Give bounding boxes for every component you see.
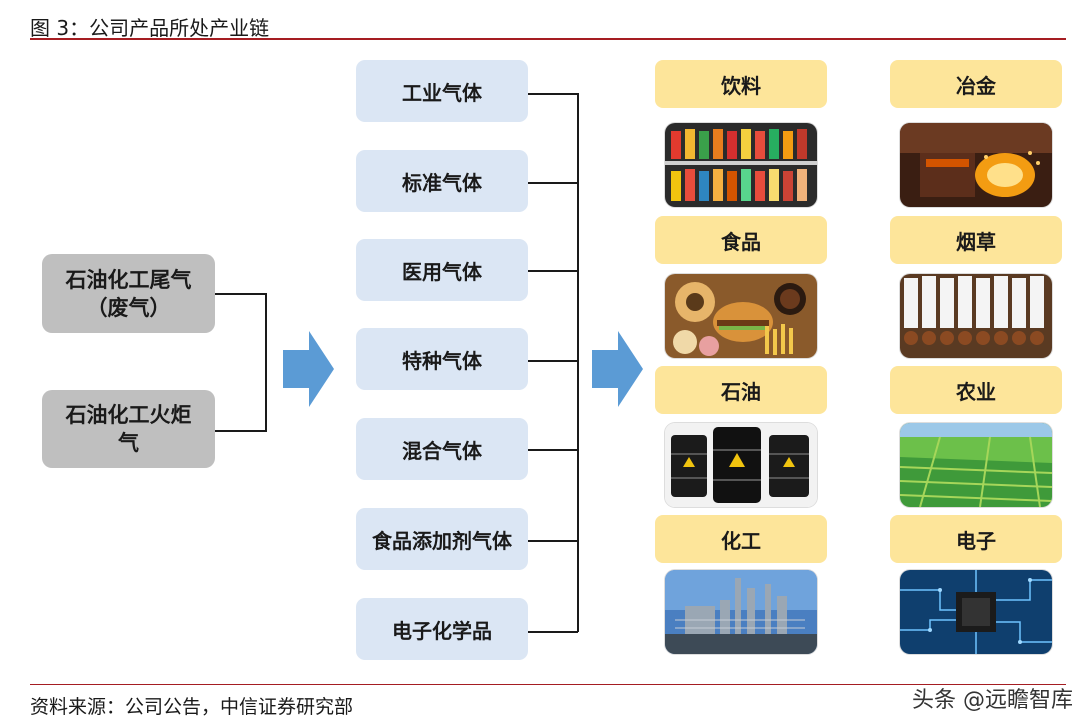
app-label-chemical: 化工 [655, 515, 827, 563]
gas-box-specialty: 特种气体 [356, 328, 528, 390]
gas-box-medical: 医用气体 [356, 239, 528, 301]
gas-box-mixed: 混合气体 [356, 418, 528, 480]
app-label-beverage: 饮料 [655, 60, 827, 108]
gas-box-food-additive: 食品添加剂气体 [356, 508, 528, 570]
gas-box-electronic-chemicals: 电子化学品 [356, 598, 528, 660]
farmland-photo-icon [900, 423, 1052, 507]
gas-bracket [528, 93, 579, 633]
figure-title: 图 3：公司产品所处产业链 [30, 16, 270, 40]
source-label: 石油化工尾气（废气） [65, 267, 192, 320]
app-label-agriculture: 农业 [890, 366, 1062, 414]
footer-rule [30, 684, 1066, 685]
cigarettes-photo-icon [900, 274, 1052, 358]
app-label-food: 食品 [655, 216, 827, 264]
app-label-oil: 石油 [655, 366, 827, 414]
molten-metal-photo-icon [900, 123, 1052, 207]
app-label-electronics: 电子 [890, 515, 1062, 563]
source-bracket [215, 293, 267, 432]
flow-arrow-icon [283, 331, 334, 407]
title-rule [30, 38, 1066, 40]
fast-food-photo-icon [665, 274, 817, 358]
source-note: 资料来源：公司公告，中信证券研究部 [30, 696, 354, 718]
source-label: 石油化工火炬气 [65, 403, 192, 455]
oil-barrels-photo-icon [665, 423, 817, 507]
app-label-tobacco: 烟草 [890, 216, 1062, 264]
gas-box-industrial: 工业气体 [356, 60, 528, 122]
gas-box-standard: 标准气体 [356, 150, 528, 212]
chemical-plant-photo-icon [665, 570, 817, 654]
circuit-board-photo-icon [900, 570, 1052, 654]
source-box-tail-gas: 石油化工尾气（废气） [42, 254, 215, 333]
watermark: 头条 @远瞻智库 [912, 688, 1073, 713]
source-box-flare-gas: 石油化工火炬气 [42, 390, 215, 468]
app-label-metallurgy: 冶金 [890, 60, 1062, 108]
flow-arrow-icon [592, 331, 643, 407]
beverage-bottles-photo-icon [665, 123, 817, 207]
